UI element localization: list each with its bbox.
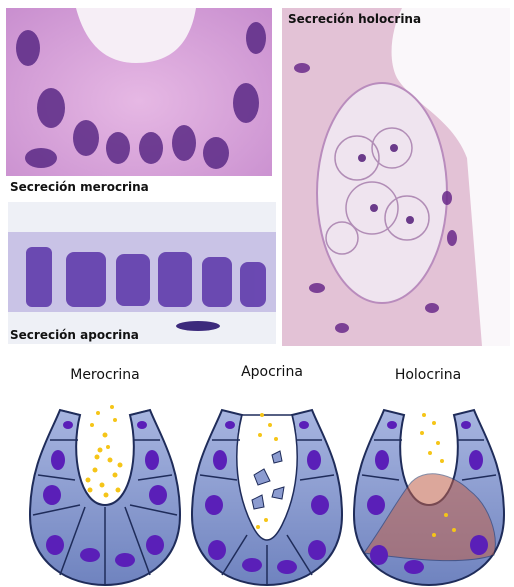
apocrine-diagram-title: Apocrina [202,364,342,380]
secretion-diagrams [0,395,514,587]
apocrine-diagram [192,410,342,585]
apocrine-micrograph [8,202,276,344]
holocrine-micrograph-label: Secreción holocrina [288,12,421,26]
apocrine-micrograph-label: Secreción apocrina [10,328,139,342]
merocrine-micrograph [6,8,272,194]
merocrine-micrograph-label: Secreción merocrina [10,180,149,194]
merocrine-diagram-title: Merocrina [35,367,175,383]
holocrine-micrograph [282,8,510,346]
holocrine-diagram-title: Holocrina [358,367,498,383]
holocrine-diagram [354,410,504,585]
merocrine-diagram [30,405,180,585]
